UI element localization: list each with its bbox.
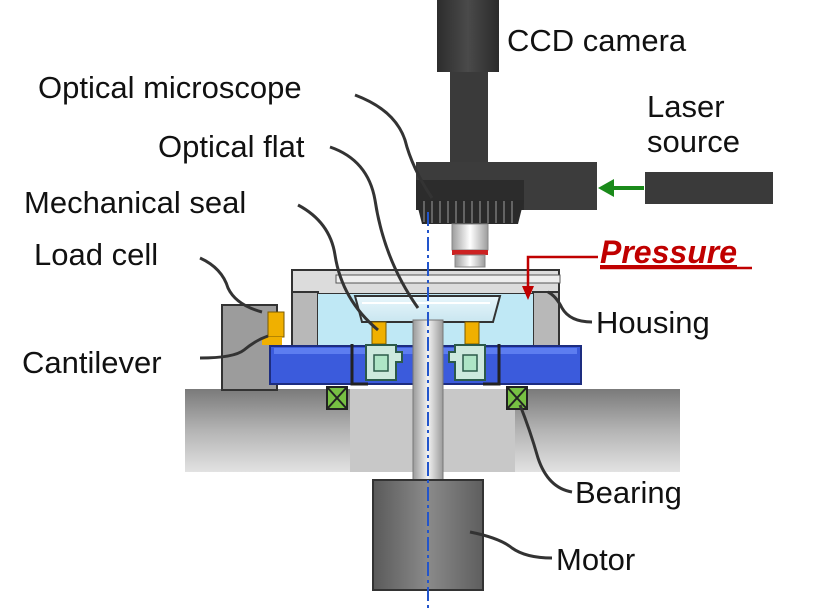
leader-housing [547,290,593,324]
label-laser-source-line2: source [647,124,740,159]
label-motor: Motor [556,542,635,577]
leader-bearing [518,404,573,494]
leader-motor [469,530,553,560]
bearing-left [326,386,348,410]
optical-flat [353,295,502,323]
label-cantilever: Cantilever [22,345,162,380]
leader-optical-microscope [354,93,434,199]
leader-optical-flat [329,145,420,309]
laser-arrow [598,179,644,197]
label-housing: Housing [596,305,710,340]
label-mechanical-seal: Mechanical seal [24,185,246,220]
optical-microscope [416,162,597,224]
label-pressure: Pressure [600,234,737,270]
label-optical-flat: Optical flat [158,129,305,164]
laser-source [645,172,773,204]
objective-lens [451,223,489,268]
leader-cantilever [199,334,269,360]
label-bearing: Bearing [575,475,682,510]
label-laser-source-line1: Laser [647,89,725,124]
bearing-right [506,386,528,410]
ccd-camera [437,0,499,164]
label-load-cell: Load cell [34,237,158,272]
mechanical-seal-right [448,321,501,386]
leader-mechanical-seal [297,203,379,332]
pressure-arrow [522,255,598,300]
label-ccd-camera: CCD camera [507,23,687,58]
cantilever [262,311,285,345]
leader-load-cell [199,256,263,314]
label-optical-microscope: Optical microscope [38,70,302,105]
